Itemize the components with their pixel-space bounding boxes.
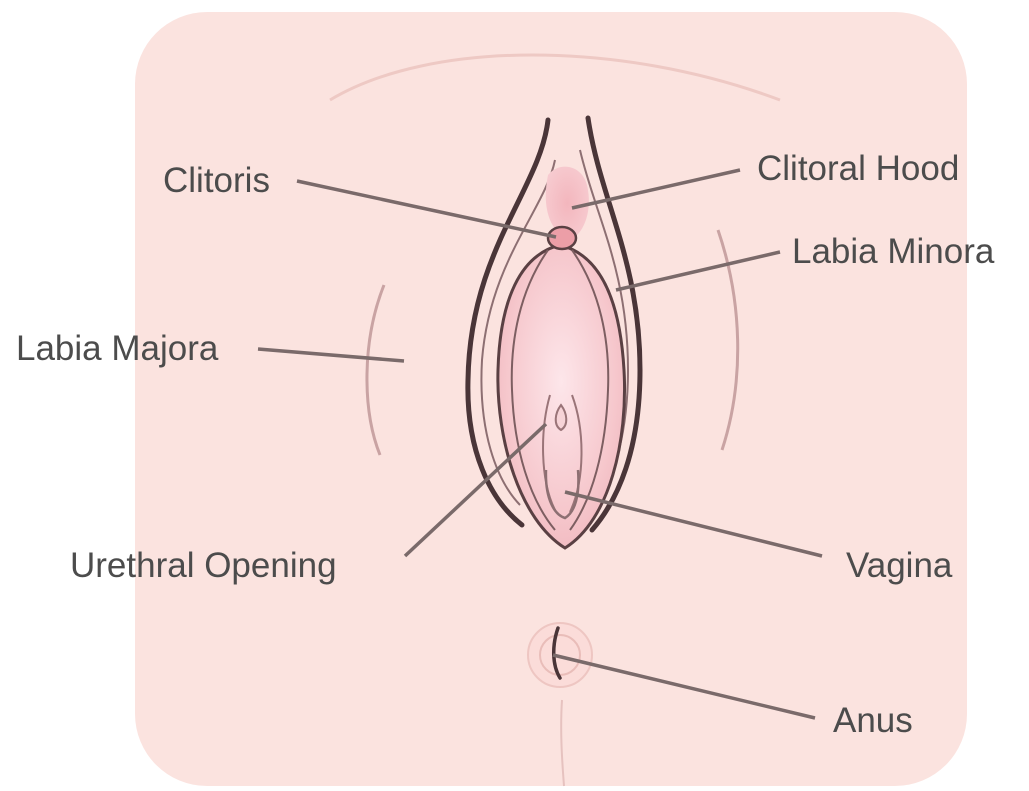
label-anus: Anus: [833, 703, 913, 738]
clitoris-glans: [548, 227, 576, 249]
label-clitoral-hood: Clitoral Hood: [757, 151, 959, 186]
label-vagina: Vagina: [846, 548, 952, 583]
label-urethral-opening: Urethral Opening: [70, 548, 337, 583]
label-clitoris: Clitoris: [163, 163, 270, 198]
label-labia-minora: Labia Minora: [792, 234, 994, 269]
label-labia-majora: Labia Majora: [16, 331, 218, 366]
